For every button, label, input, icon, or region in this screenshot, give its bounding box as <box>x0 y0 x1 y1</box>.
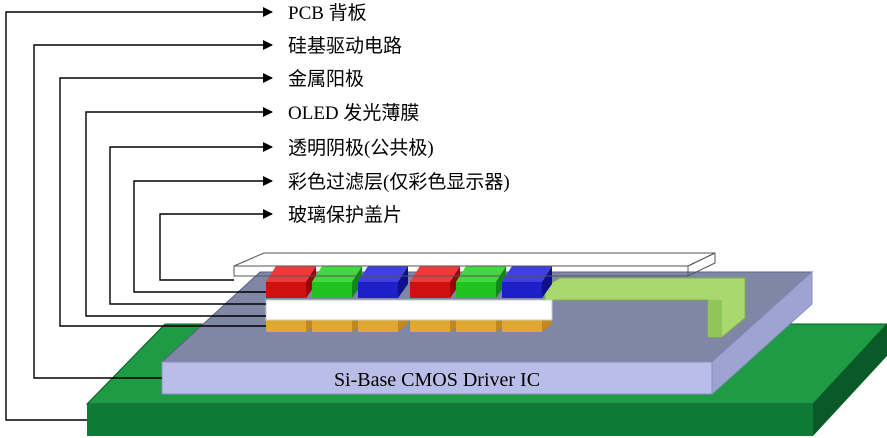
white-layer <box>265 299 553 321</box>
label-pcb: PCB 背板 <box>288 2 367 24</box>
label-oled: OLED 发光薄膜 <box>288 102 419 124</box>
leader-glass <box>159 209 273 281</box>
glass-side <box>687 252 716 277</box>
oled-film-strip <box>544 277 746 338</box>
glass-cover <box>233 252 716 277</box>
filter-blue <box>358 266 408 298</box>
leader-cathode <box>109 142 273 305</box>
label-cathode: 透明阴极(公共极) <box>288 137 434 159</box>
filter-green <box>456 266 506 298</box>
filter-green <box>312 266 362 298</box>
filter-red <box>266 266 316 298</box>
filter-red <box>410 266 460 298</box>
white-layers <box>265 299 553 321</box>
filter-blue <box>502 266 552 298</box>
leader-pcb <box>5 7 273 421</box>
chip-side-face <box>711 270 813 396</box>
pcb-side-face <box>813 324 887 436</box>
pcb-front-face <box>87 404 813 436</box>
leader-oled <box>85 107 273 317</box>
oled-strip-front <box>708 300 722 337</box>
chip-label: Si-Base CMOS Driver IC <box>334 369 540 391</box>
label-anode: 金属阳极 <box>288 68 364 90</box>
leader-filter <box>133 176 273 293</box>
label-filter: 彩色过滤层(仅彩色显示器) <box>288 171 510 193</box>
anode-pads <box>266 312 552 332</box>
label-si-driver: 硅基驱动电路 <box>288 35 402 57</box>
leader-si-driver <box>33 40 273 379</box>
layer-labels: PCB 背板 硅基驱动电路 金属阳极 OLED 发光薄膜 透明阴极(公共极) 彩… <box>288 2 510 226</box>
leader-anode <box>59 73 273 327</box>
label-glass: 玻璃保护盖片 <box>288 204 402 226</box>
color-filter-layer <box>266 266 552 298</box>
leader-lines <box>5 7 273 421</box>
glass-top <box>233 252 716 267</box>
